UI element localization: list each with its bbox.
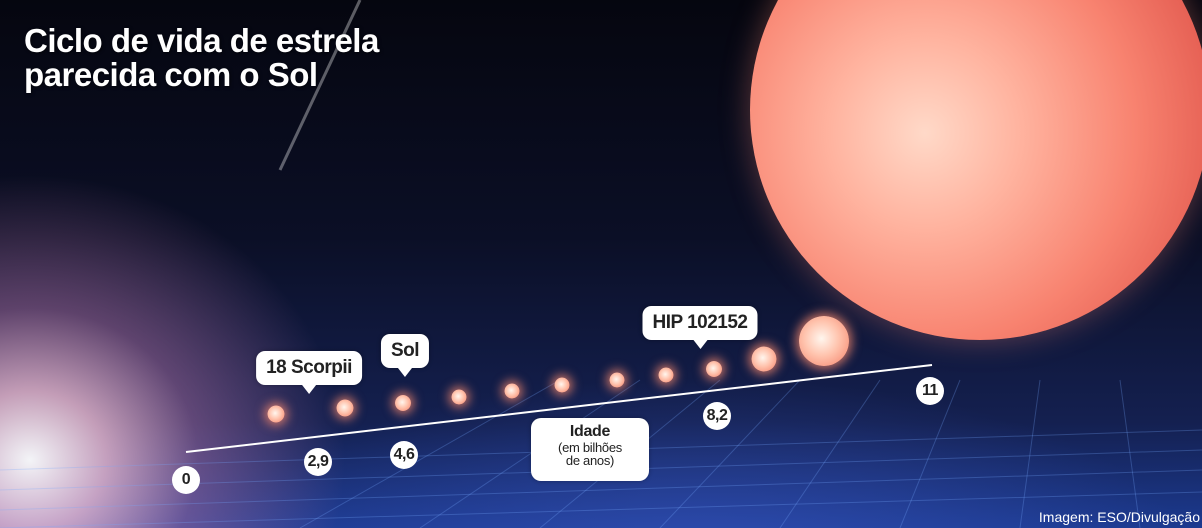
label-sol: Sol [380,334,430,377]
age-tick-11: 11 [916,377,944,405]
age-tick-0: 0 [172,466,200,494]
star-4 [451,389,467,405]
title-line-1: Ciclo de vida de estrela [24,22,379,59]
star-1 [267,405,285,423]
star-hip [706,361,722,377]
age-axis-line [185,364,933,453]
age-axis-label: Idade (em bilhões de anos) [531,418,649,481]
star-red-giant-small [799,316,849,366]
label-hip-102152: HIP 102152 [642,306,758,349]
star-10 [751,346,777,372]
age-tick-4-6: 4,6 [390,441,418,469]
star-5 [504,383,520,399]
age-tick-8-2: 8,2 [703,402,731,430]
diagram-title: Ciclo de vida de estrela parecida com o … [24,24,379,92]
star-2 [336,399,354,417]
star-8 [658,367,674,383]
label-18-scorpii: 18 Scorpii [256,351,362,394]
title-line-2: parecida com o Sol [24,56,318,93]
age-axis-title: Idade [569,423,611,440]
age-tick-2-9: 2,9 [304,448,332,476]
image-credit: Imagem: ESO/Divulgação [1038,509,1200,525]
star-6 [554,377,570,393]
star-7 [609,372,625,388]
age-axis-unit-line-1: (em bilhões [558,440,622,455]
age-axis-unit-line-2: de anos) [565,453,615,468]
star-sol [395,395,411,411]
